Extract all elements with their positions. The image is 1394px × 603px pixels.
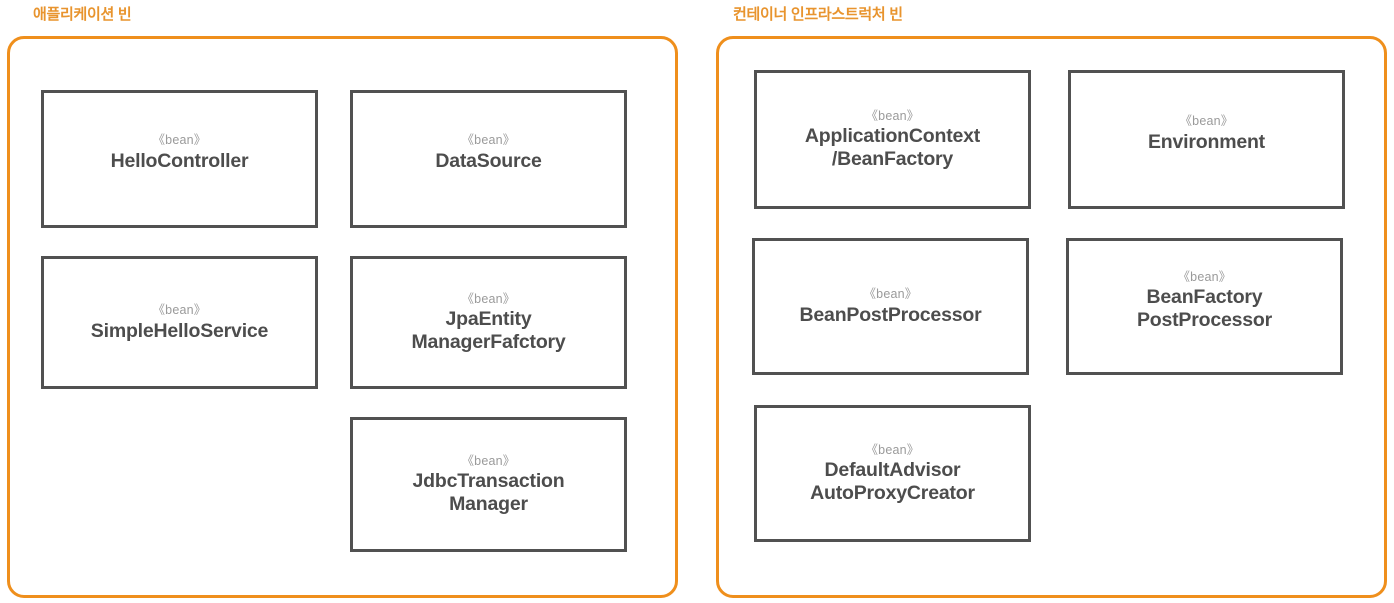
- bean-box-bean-post-processor[interactable]: 《bean》 BeanPostProcessor: [752, 238, 1029, 375]
- bean-text-block: 《bean》 BeanFactory PostProcessor: [1075, 270, 1334, 332]
- bean-box-bean-factory-post-processor[interactable]: 《bean》 BeanFactory PostProcessor: [1066, 238, 1343, 375]
- bean-box-environment[interactable]: 《bean》 Environment: [1068, 70, 1345, 209]
- bean-stereotype-label: 《bean》: [865, 108, 920, 123]
- group-title-application-beans: 애플리케이션 빈: [33, 6, 132, 23]
- bean-box-data-source[interactable]: 《bean》 DataSource: [350, 90, 627, 228]
- bean-text-block: 《bean》 HelloController: [50, 133, 309, 172]
- bean-name-label: DataSource: [435, 150, 542, 172]
- bean-name-label: JdbcTransaction Manager: [412, 470, 565, 515]
- bean-box-default-advisor-auto-proxy-creator[interactable]: 《bean》 DefaultAdvisor AutoProxyCreator: [754, 405, 1031, 542]
- bean-box-hello-controller[interactable]: 《bean》 HelloController: [41, 90, 318, 228]
- bean-text-block: 《bean》 JpaEntity ManagerFafctory: [359, 292, 618, 354]
- bean-stereotype-label: 《bean》: [863, 286, 918, 301]
- bean-box-jpa-entity-manager-factory[interactable]: 《bean》 JpaEntity ManagerFafctory: [350, 256, 627, 389]
- bean-text-block: 《bean》 Environment: [1077, 114, 1336, 153]
- bean-text-block: 《bean》 DataSource: [359, 133, 618, 172]
- bean-text-block: 《bean》 JdbcTransaction Manager: [359, 454, 618, 516]
- bean-name-label: ApplicationContext /BeanFactory: [804, 125, 981, 170]
- bean-name-label: BeanFactory PostProcessor: [1136, 286, 1273, 331]
- bean-stereotype-label: 《bean》: [461, 133, 516, 148]
- bean-name-label: HelloController: [110, 150, 249, 172]
- bean-name-label: SimpleHelloService: [90, 319, 269, 342]
- bean-text-block: 《bean》 BeanPostProcessor: [761, 287, 1020, 326]
- bean-name-label: BeanPostProcessor: [799, 303, 982, 326]
- bean-stereotype-label: 《bean》: [152, 133, 207, 148]
- bean-stereotype-label: 《bean》: [1179, 113, 1234, 128]
- bean-name-label: Environment: [1148, 130, 1265, 153]
- bean-box-jdbc-transaction-manager[interactable]: 《bean》 JdbcTransaction Manager: [350, 417, 627, 552]
- bean-box-application-context[interactable]: 《bean》 ApplicationContext /BeanFactory: [754, 70, 1031, 209]
- bean-text-block: 《bean》 DefaultAdvisor AutoProxyCreator: [763, 443, 1022, 505]
- bean-name-label: DefaultAdvisor AutoProxyCreator: [810, 459, 975, 504]
- bean-stereotype-label: 《bean》: [1177, 269, 1232, 284]
- bean-stereotype-label: 《bean》: [461, 291, 516, 306]
- bean-box-simple-hello-service[interactable]: 《bean》 SimpleHelloService: [41, 256, 318, 389]
- group-title-container-infrastructure-beans: 컨테이너 인프라스트럭처 빈: [733, 6, 903, 23]
- bean-stereotype-label: 《bean》: [152, 302, 207, 317]
- bean-name-label: JpaEntity ManagerFafctory: [411, 308, 566, 353]
- bean-text-block: 《bean》 ApplicationContext /BeanFactory: [763, 109, 1022, 171]
- bean-text-block: 《bean》 SimpleHelloService: [50, 303, 309, 342]
- bean-stereotype-label: 《bean》: [461, 453, 516, 468]
- bean-stereotype-label: 《bean》: [865, 442, 920, 457]
